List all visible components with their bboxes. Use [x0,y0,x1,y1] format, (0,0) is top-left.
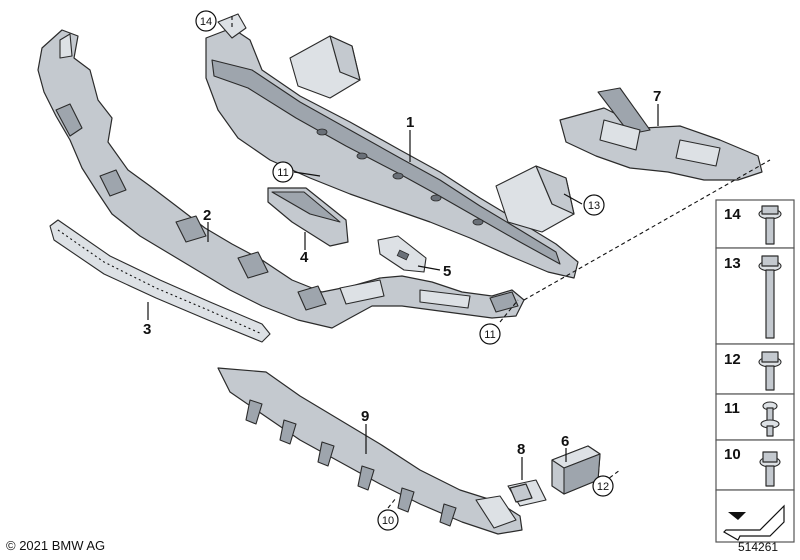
copyright-text: © 2021 BMW AG [6,538,106,553]
callout-3: 3 [143,321,151,338]
callout-12: 12 [597,481,609,493]
flange-bolt-long-icon [758,255,782,339]
forward-arrow-icon [723,504,785,541]
panel-label-13: 13 [724,255,741,272]
callout-11-upper: 11 [277,167,288,179]
flange-bolt-medium-icon [758,351,782,391]
callout-13: 13 [588,200,600,212]
callout-10: 10 [382,515,394,527]
part-3-energy-absorber-strip [49,219,271,343]
callout-9: 9 [361,408,369,425]
panel-label-11: 11 [724,400,740,417]
part-7-mounting-bracket [559,87,763,181]
callout-4: 4 [300,249,309,266]
callout-5: 5 [443,263,451,280]
part-4-bracket [267,187,349,247]
callout-11-lower: 11 [484,329,495,341]
leader-lines [147,16,771,509]
callout-7: 7 [653,88,661,105]
fastener-panel: 14 13 12 11 10 [715,199,795,543]
callouts: 1 2 3 4 5 6 7 8 9 11 11 12 13 14 10 [143,10,661,531]
diagram-id: 514261 [738,540,779,554]
panel-label-14: 14 [724,206,741,223]
callout-6: 6 [561,433,569,450]
part-9-lower-air-deflector [217,367,523,535]
callout-2: 2 [203,207,211,224]
part-8-clip [507,479,547,507]
part-5-plate [377,235,427,273]
flange-bolt-short-icon [758,205,782,245]
flange-screw-icon [759,451,781,487]
callout-1: 1 [406,114,414,131]
panel-label-12: 12 [724,351,741,368]
part-2-bumper-carrier [37,29,525,329]
panel-label-10: 10 [724,446,741,463]
part-1-carrier-beam [205,13,579,279]
callout-8: 8 [517,441,525,458]
callout-14: 14 [200,16,212,28]
expanding-rivet-icon [760,401,780,437]
